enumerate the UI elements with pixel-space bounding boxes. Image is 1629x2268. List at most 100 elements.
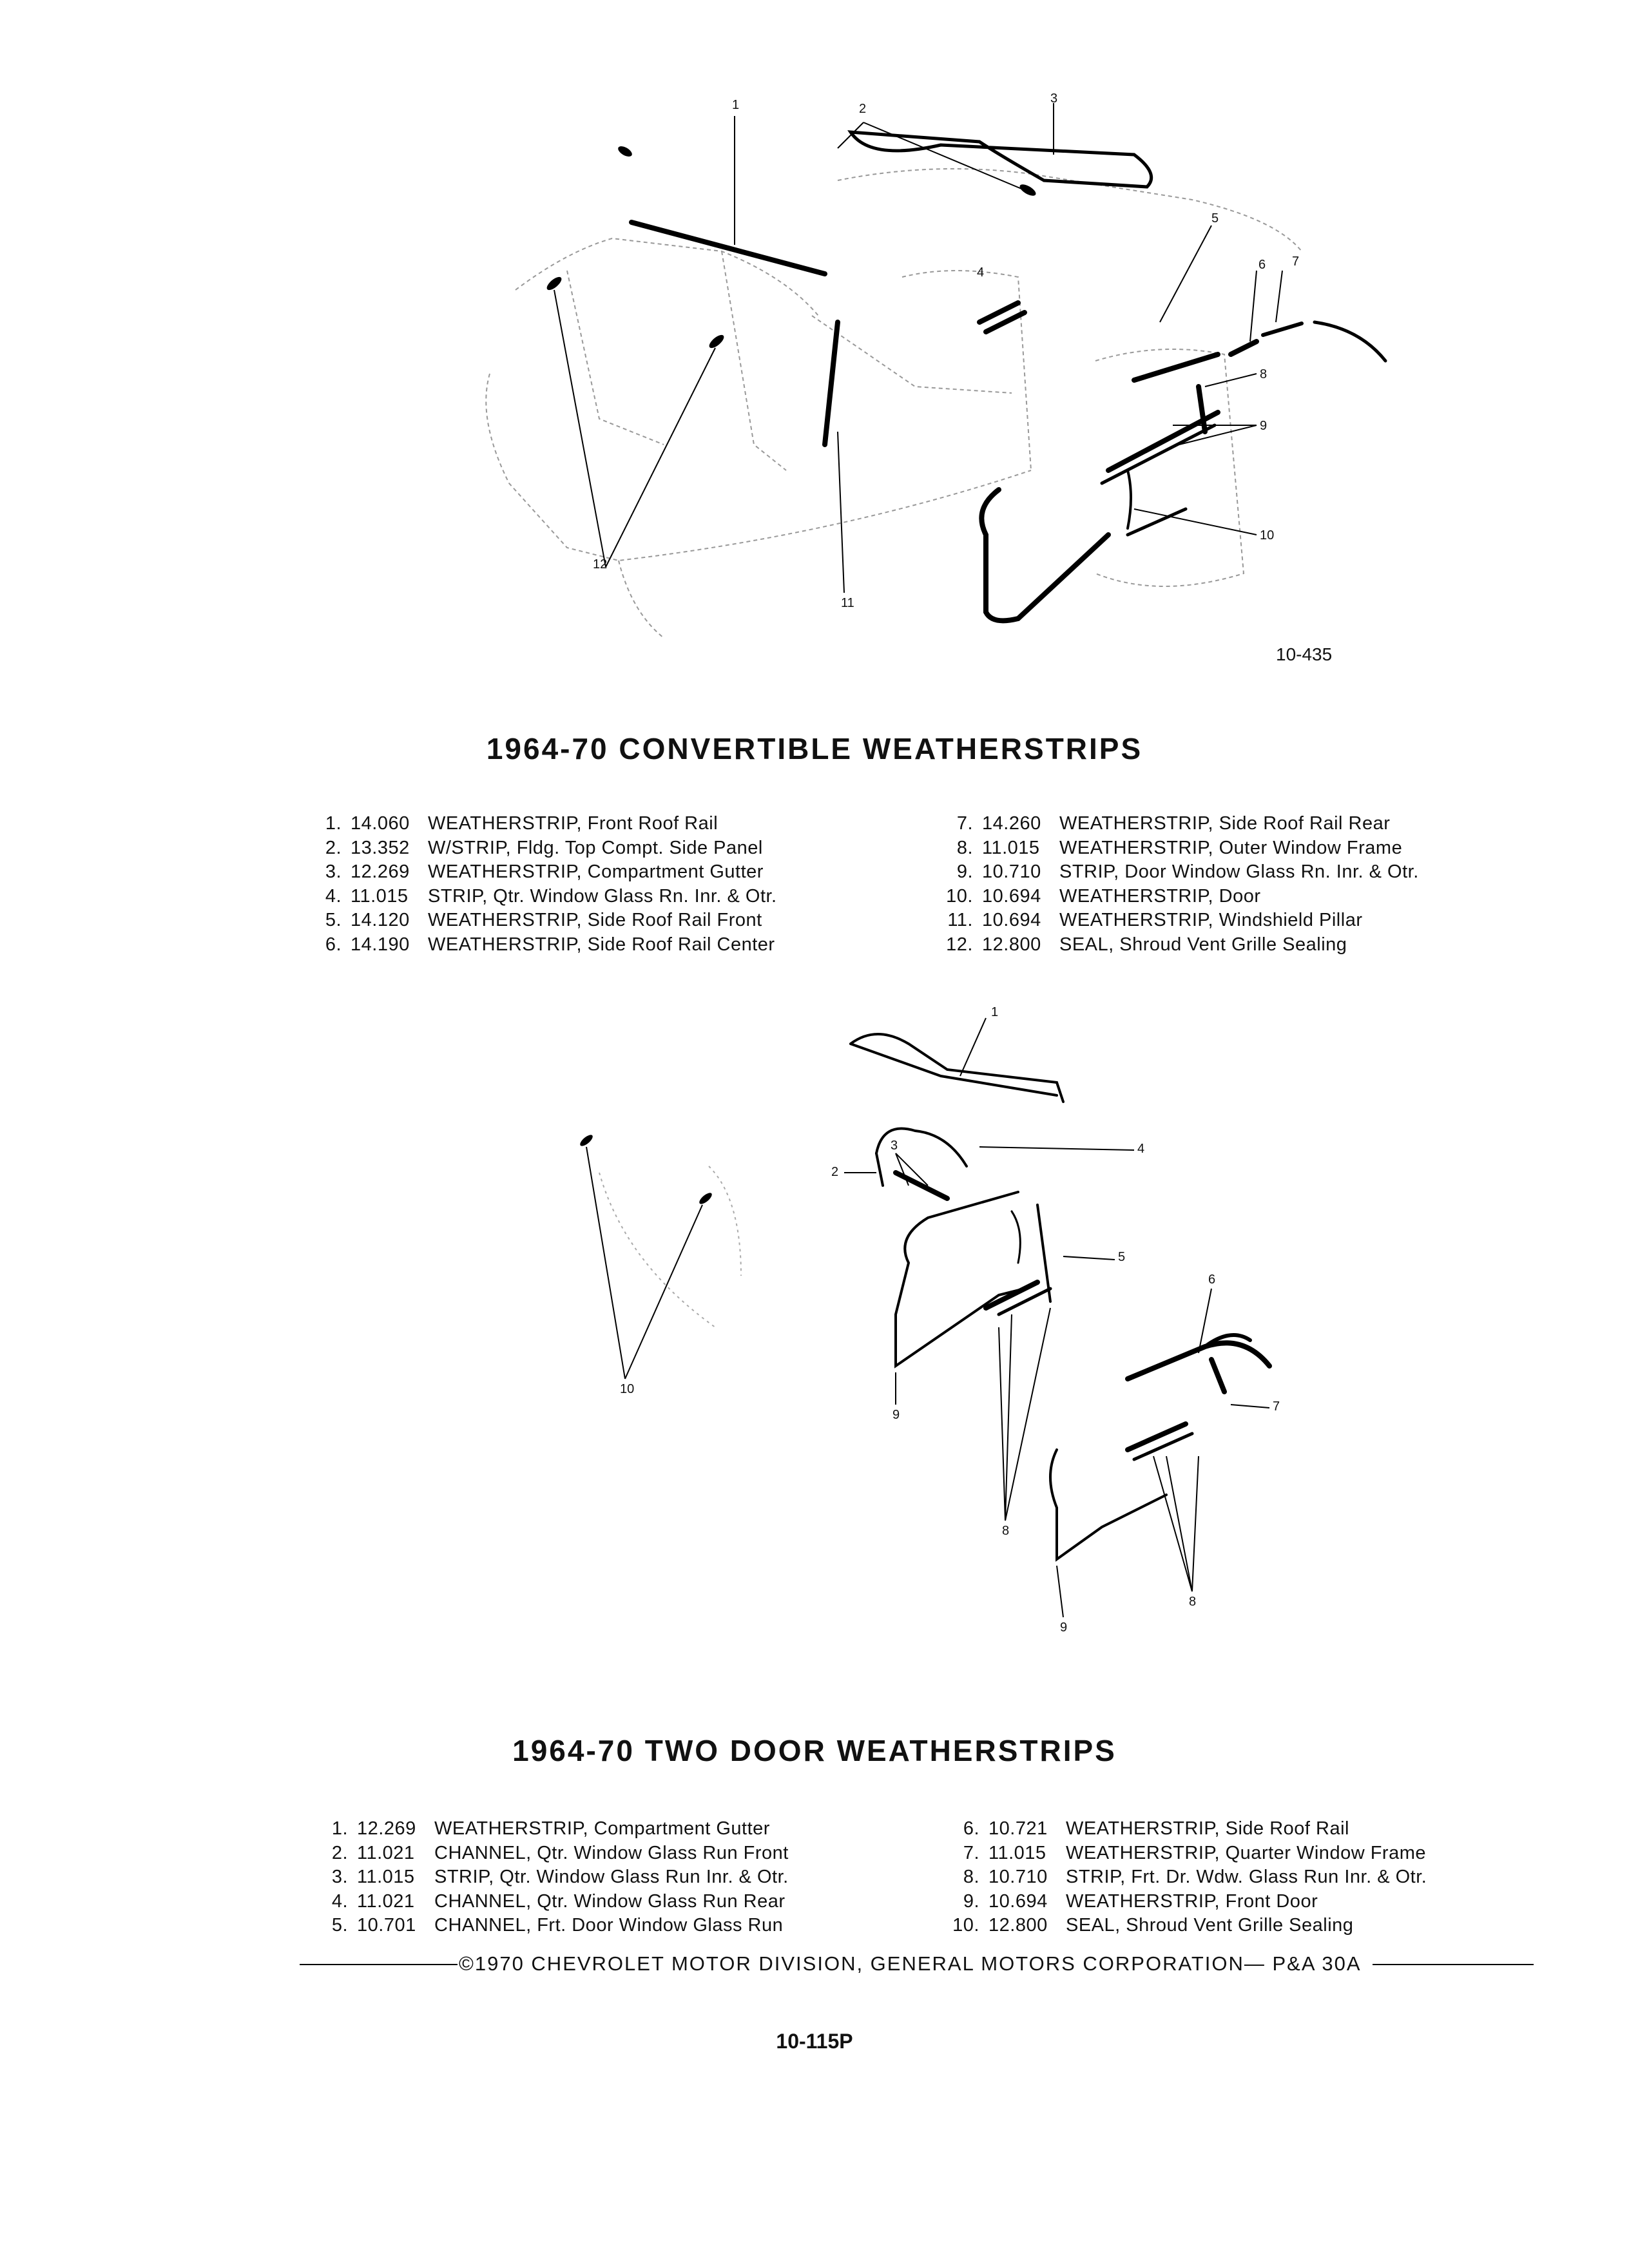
parts-list-row: 3. 12.269 WEATHERSTRIP, Compartment Gutter (303, 860, 777, 885)
part-description: WEATHERSTRIP, Compartment Gutter (428, 861, 764, 882)
two-door-callout-8-rear: 8 (1189, 1595, 1197, 1609)
part-code: 10.694 (988, 1890, 1048, 1912)
convertible-callout-11: 11 (841, 596, 854, 610)
part-code: 11.015 (988, 1842, 1046, 1863)
item-number: 9. (956, 861, 973, 882)
item-number: 9. (963, 1890, 979, 1912)
item-number: 5. (325, 910, 342, 930)
convertible-callout-10: 10 (1260, 528, 1275, 543)
item-number: 10. (946, 885, 973, 907)
two-door-section-title: 1964-70 TWO DOOR WEATHERSTRIPS (512, 1734, 1117, 1767)
part-description: WEATHERSTRIP, Front Door (1066, 1890, 1318, 1912)
two-door-callout-9-front: 9 (892, 1408, 900, 1422)
part-code: 11.015 (357, 1867, 415, 1887)
item-number: 7. (956, 813, 973, 834)
item-number: 2. (325, 837, 342, 858)
part-description: STRIP, Qtr. Window Glass Rn. Inr. & Otr. (428, 885, 777, 907)
part-description: STRIP, Frt. Dr. Wdw. Glass Run Inr. & Ot… (1066, 1867, 1427, 1887)
parts-list-row: 4. 11.015 STRIP, Qtr. Window Glass Rn. Inr… (303, 885, 777, 909)
part-description: CHANNEL, Frt. Door Window Glass Run (434, 1915, 784, 1936)
convertible-diagram-drawing (485, 103, 1387, 639)
item-number: 6. (325, 934, 342, 955)
item-number: 8. (963, 1867, 979, 1887)
part-code: 10.701 (357, 1915, 416, 1936)
part-code: 11.021 (357, 1842, 415, 1863)
part-code: 10.710 (988, 1867, 1048, 1887)
part-description: SEAL, Shroud Vent Grille Sealing (1059, 934, 1347, 955)
item-number: 4. (325, 885, 342, 907)
convertible-callout-1: 1 (732, 98, 740, 112)
item-number: 3. (325, 861, 342, 882)
convertible-callout-5: 5 (1211, 211, 1219, 226)
part-code: 10.710 (982, 861, 1041, 882)
item-number: 2. (331, 1842, 348, 1863)
part-code: 10.694 (982, 885, 1041, 907)
footer-rule-right (1373, 1964, 1534, 1965)
part-code: 12.269 (351, 861, 410, 882)
part-code: 12.800 (988, 1915, 1048, 1936)
two-door-callout-4: 4 (1137, 1142, 1145, 1156)
parts-list-row: 9. 10.710 STRIP, Door Window Glass Rn. Inr… (934, 860, 1419, 885)
two-door-callout-2: 2 (831, 1165, 839, 1179)
part-description: WEATHERSTRIP, Front Roof Rail (428, 813, 718, 834)
part-description: STRIP, Door Window Glass Rn. Inr. & Otr. (1059, 861, 1419, 882)
part-description: W/STRIP, Fldg. Top Compt. Side Panel (428, 837, 763, 858)
part-description: STRIP, Qtr. Window Glass Run Inr. & Otr. (434, 1867, 789, 1887)
parts-list-row: 9. 10.694 WEATHERSTRIP, Front Door (941, 1890, 1427, 1914)
two-door-callout-7: 7 (1273, 1399, 1280, 1414)
convertible-callout-3: 3 (1050, 91, 1058, 106)
page-number: 10-115P (776, 2030, 853, 2053)
parts-list-row: 2. 13.352 W/STRIP, Fldg. Top Compt. Side P… (303, 836, 777, 861)
part-code: 10.721 (988, 1818, 1048, 1839)
part-code: 14.060 (351, 813, 410, 834)
parts-list-row: 2. 11.021 CHANNEL, Qtr. Window Glass Run F… (309, 1841, 789, 1866)
part-code: 11.015 (982, 837, 1040, 858)
part-description: WEATHERSTRIP, Windshield Pillar (1059, 910, 1363, 930)
convertible-section-title: 1964-70 CONVERTIBLE WEATHERSTRIPS (486, 732, 1143, 765)
part-code: 12.269 (357, 1818, 416, 1839)
part-description: WEATHERSTRIP, Outer Window Frame (1059, 837, 1403, 858)
convertible-callout-8: 8 (1260, 367, 1268, 381)
two-door-callout-6: 6 (1208, 1273, 1216, 1287)
part-code: 12.800 (982, 934, 1041, 955)
two-door-diagram-drawing (580, 1017, 1272, 1618)
item-number: 4. (331, 1890, 348, 1912)
parts-list-row: 3. 11.015 STRIP, Qtr. Window Glass Run Inr… (309, 1865, 789, 1890)
item-number: 7. (963, 1842, 979, 1863)
item-number: 3. (331, 1867, 348, 1887)
part-description: CHANNEL, Qtr. Window Glass Run Front (434, 1842, 789, 1863)
part-code: 14.120 (351, 910, 410, 930)
footer-rule-left (300, 1964, 458, 1965)
part-code: 13.352 (351, 837, 410, 858)
part-code: 14.260 (982, 813, 1041, 834)
part-description: WEATHERSTRIP, Side Roof Rail (1066, 1818, 1349, 1839)
part-code: 11.021 (357, 1890, 415, 1912)
part-code: 11.015 (351, 885, 409, 907)
part-description: WEATHERSTRIP, Side Roof Rail Front (428, 910, 762, 930)
parts-list-row: 8. 11.015 WEATHERSTRIP, Outer Window Frame (934, 836, 1419, 861)
figure-id-label: 10-435 (1276, 644, 1333, 664)
convertible-weatherstrip-diagram: 1 2 3 4 5 6 7 8 9 10 11 12 10-435 (451, 84, 1387, 683)
item-number: 11. (947, 910, 973, 930)
part-code: 14.190 (351, 934, 410, 955)
two-door-callout-5: 5 (1118, 1250, 1126, 1264)
two-door-callout-10: 10 (620, 1382, 635, 1396)
convertible-callout-9: 9 (1260, 419, 1268, 433)
copyright-line: ©1970 CHEVROLET MOTOR DIVISION, GENERAL … (459, 1952, 1362, 1975)
item-number: 8. (956, 837, 973, 858)
